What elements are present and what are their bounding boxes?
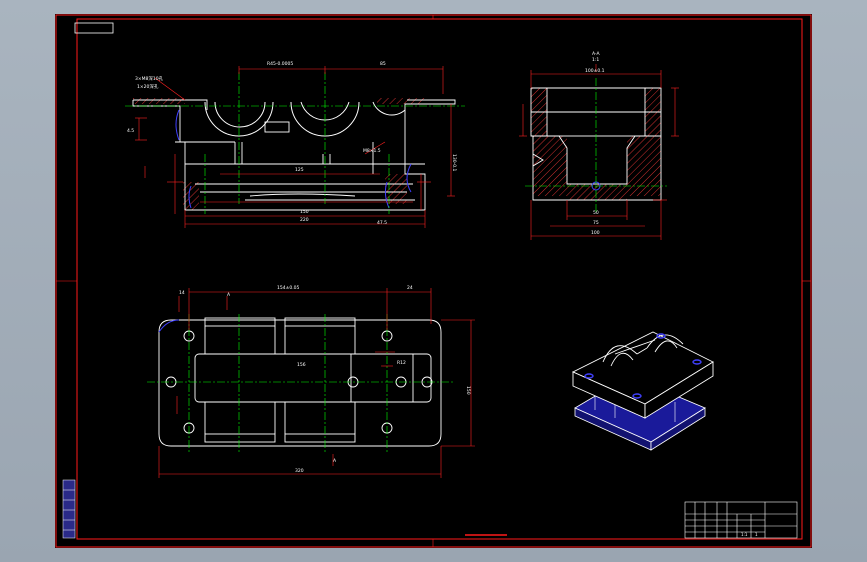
note-3: M8×1.5: [363, 148, 381, 154]
side-section-view: A-A 1:1 100±0.1 50 75 100: [519, 51, 679, 240]
cad-drawing: R45-0.0005 85 125 150 220 4.5 130-0.1 47…: [55, 14, 812, 548]
inner-frame: [76, 18, 803, 540]
front-section-view: R45-0.0005 85 125 150 220 4.5 130-0.1 47…: [125, 61, 465, 228]
note-1: 3×M8深10孔: [135, 75, 164, 82]
plan-dim-center: 156: [297, 362, 306, 368]
drawing-sheet: R45-0.0005 85 125 150 220 4.5 130-0.1 47…: [55, 14, 812, 548]
title-sheet: 1: [755, 532, 758, 537]
dim-width-c: 220: [300, 217, 309, 223]
dim-top-b: 85: [380, 61, 386, 67]
title-scale: 1:1: [741, 532, 748, 537]
dim-top-a: R45-0.0005: [267, 61, 293, 67]
dim-width-a: 125: [295, 167, 304, 173]
section-dim-b: 75: [593, 220, 599, 226]
note-2: 1×20深孔: [137, 83, 159, 90]
isometric-view: [571, 331, 714, 451]
zone-ticks: [56, 15, 811, 547]
revision-strip: [62, 479, 76, 539]
plan-view: 154±0.05 24 156 150 320 14 R12 A A: [147, 285, 475, 478]
section-label: A-A: [592, 51, 601, 57]
title-block: 1:1 1: [684, 501, 798, 539]
plan-dim-top: 154±0.05: [277, 285, 300, 291]
plan-marker-a: A: [227, 292, 231, 298]
plan-dim-bolt: R12: [397, 360, 406, 366]
plan-dim-right: 24: [407, 285, 413, 291]
dim-height-a: 4.5: [127, 128, 134, 134]
section-dim-top: 100±0.1: [585, 68, 605, 74]
section-scale: 1:1: [592, 57, 599, 63]
drawing-number-box: [74, 22, 114, 34]
plan-marker-b: A: [333, 458, 337, 464]
outer-border: [55, 14, 812, 548]
plan-dim-bottom: 320: [295, 468, 304, 474]
dim-height-b: 130-0.1: [451, 154, 457, 172]
section-dim-a: 50: [593, 210, 599, 216]
plan-dim-hole: 14: [179, 290, 185, 296]
plan-dim-side: 150: [465, 386, 471, 395]
dim-width-b: 150: [300, 209, 309, 215]
dim-right-mark: 47.5: [377, 220, 387, 226]
section-dim-c: 100: [591, 230, 600, 236]
